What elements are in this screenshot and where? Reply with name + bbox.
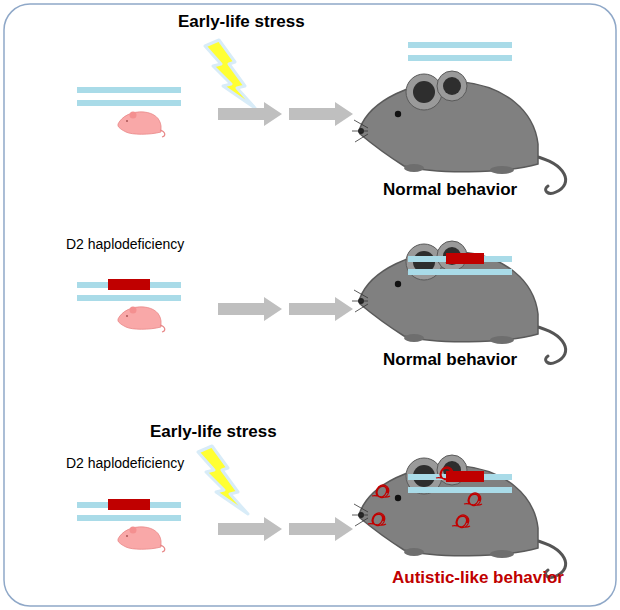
- deletion-mark: [108, 279, 150, 290]
- block-arrow: [289, 517, 353, 541]
- tangle-symbol: [368, 513, 386, 526]
- pup-mouse: [118, 307, 165, 333]
- block-arrow: [218, 102, 282, 126]
- deletion-mark: [446, 253, 484, 264]
- lightning-bolt: [205, 40, 255, 108]
- genotype-label: D2 haplodeficiency: [66, 236, 184, 252]
- chromosome-pair: [77, 87, 181, 106]
- outcome-label: Autistic-like behavior: [392, 568, 564, 588]
- tangle-symbol: [436, 467, 454, 480]
- tangle-symbol: [452, 515, 470, 528]
- lightning-bolt: [198, 446, 248, 514]
- adult-mouse: [352, 241, 566, 363]
- deletion-mark: [108, 499, 150, 510]
- genotype-label: D2 haplodeficiency: [66, 455, 184, 471]
- tangle-symbol: [372, 485, 390, 498]
- outcome-label: Normal behavior: [383, 350, 517, 370]
- outcome-label: Normal behavior: [383, 180, 517, 200]
- block-arrow: [289, 297, 353, 321]
- tangle-symbol: [464, 493, 482, 506]
- block-arrow: [218, 517, 282, 541]
- panel-border: [4, 4, 616, 606]
- pup-mouse: [118, 112, 165, 138]
- block-arrow: [289, 102, 353, 126]
- block-arrow: [218, 297, 282, 321]
- pup-mouse: [118, 527, 165, 553]
- stress-label: Early-life stress: [150, 422, 277, 442]
- stress-label: Early-life stress: [178, 12, 305, 32]
- adult-mouse: [352, 455, 566, 577]
- adult-mouse: [352, 71, 566, 193]
- chromosome-pair: [408, 42, 512, 61]
